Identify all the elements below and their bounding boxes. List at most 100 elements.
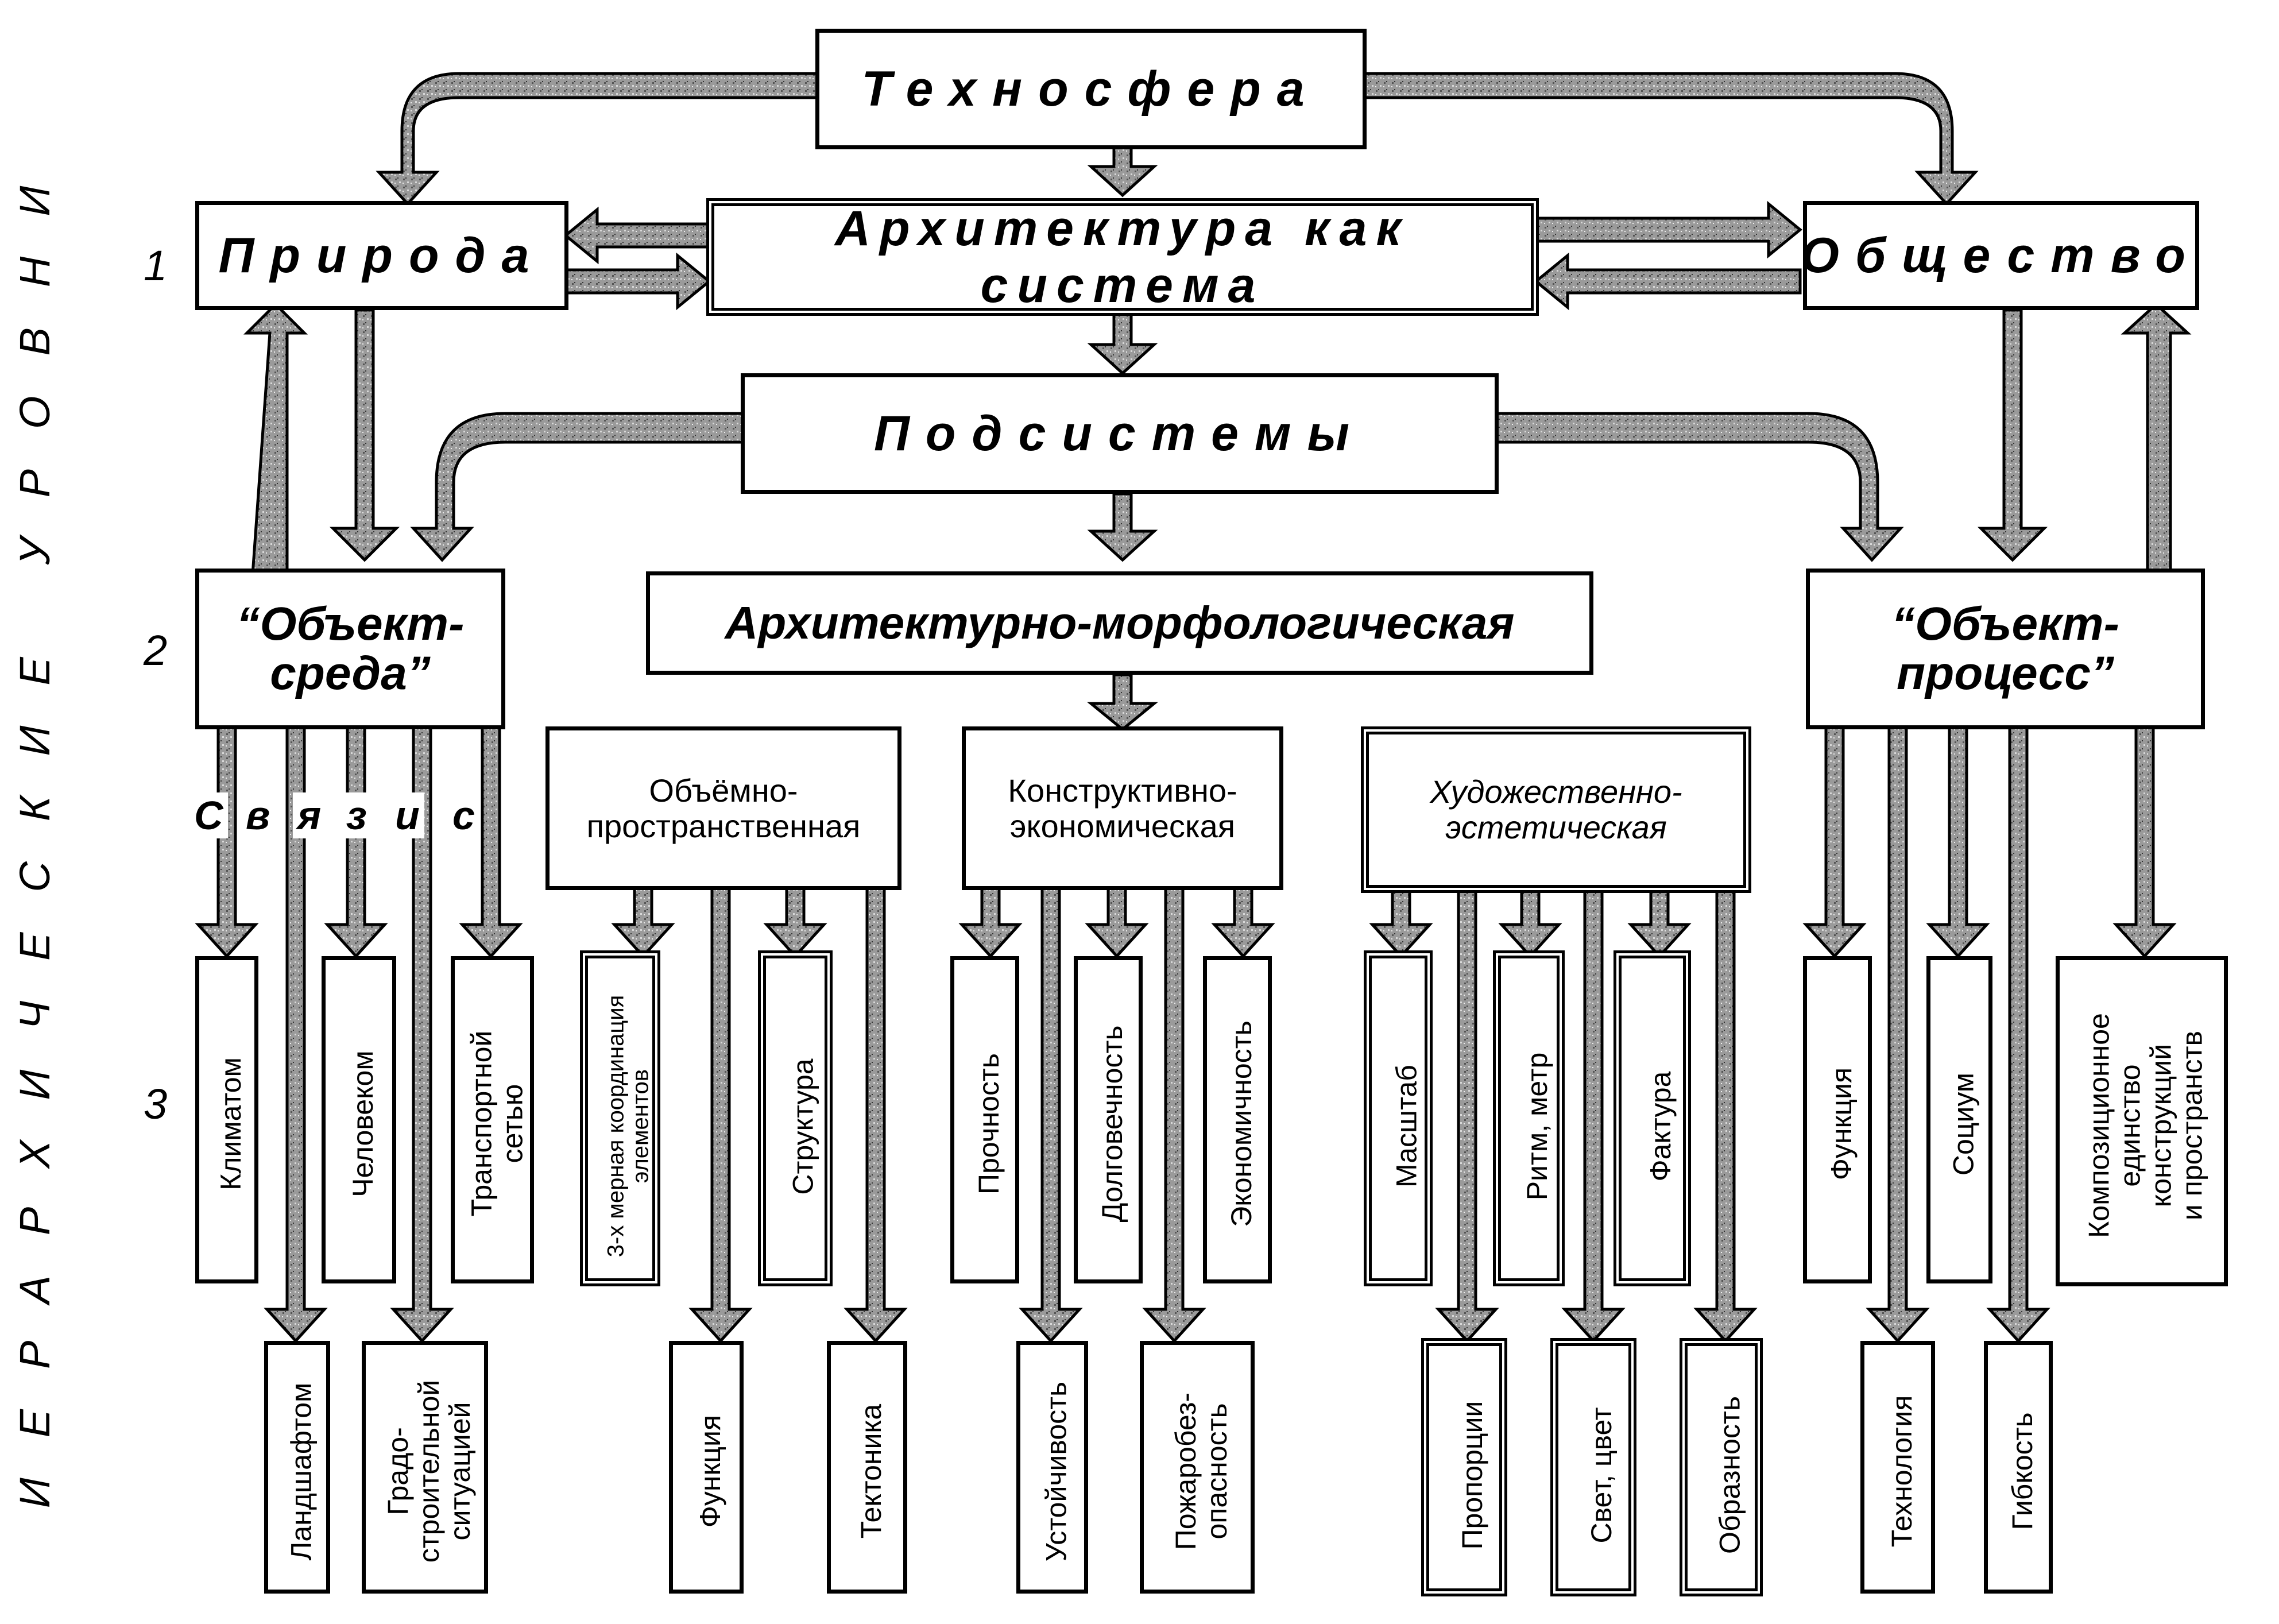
level-2-label: 2 [144,627,168,674]
leaf-fire-safety-label: Пожаробез- опасность [1170,1392,1233,1550]
arrow-techno-to-nature [376,72,829,206]
leaf-climate-label: Климатом [215,1057,247,1190]
arrow-subsystems-to-morph [1087,492,1158,562]
volume-spatial-box: Объёмно- пространственная [545,726,901,890]
arrow-art-texture [1627,888,1692,958]
leaf-stability: Устойчивость [1016,1341,1088,1594]
nature-label: Природа [218,227,545,283]
arch-morph-label: Архитектурно-морфологическая [725,597,1515,648]
arrow-art-rhythm [1498,888,1562,958]
arrow-env-to-nature [243,302,308,576]
leaf-technology-label: Технология [1886,1395,1918,1548]
leaf-scale-label: Масштаб [1390,1065,1423,1188]
arrow-vol-structure [763,886,827,958]
arch-system-label: Архитектура как система [834,200,1411,313]
leaf-light-color-label: Свет, цвет [1585,1407,1618,1544]
levels-title: ИЕРАРХИЧЕСКИЕ УРОВНИ [10,145,59,1509]
leaf-urban: Градо- строительной ситуацией [362,1341,488,1594]
leaf-texture-label: Фактура [1644,1071,1677,1182]
society-label: Общество [1801,227,2201,283]
constructive-label: Конструктивно- экономическая [1008,772,1237,844]
arrow-con-stability [1019,886,1083,1343]
object-environment-label: “Объект- среда” [236,597,465,699]
arrow-arch-to-society [1531,200,1802,259]
leaf-human-label: Человеком [347,1050,379,1197]
leaf-climate: Климатом [195,956,258,1283]
arrow-nature-to-env [329,308,400,562]
leaf-flexibility-label: Гибкость [2006,1412,2038,1530]
object-process-box: “Объект- процесс” [1806,569,2205,729]
object-process-label: “Объект- процесс” [1891,597,2119,699]
leaf-strength: Прочность [950,956,1019,1283]
leaf-imagery-label: Образность [1713,1396,1746,1554]
arrow-proc-socium [1926,725,1990,958]
arrow-env-climate [195,725,259,958]
arrow-vol-tectonics [843,886,908,1343]
leaf-structure: Структура [758,950,833,1286]
arrow-art-scale [1369,888,1433,958]
subsystems-label: Подсистемы [874,405,1365,461]
arrow-process-to-society [2121,302,2192,576]
leaf-imagery: Образность [1680,1338,1763,1596]
arrow-arch-to-nature [563,206,711,265]
nature-box: Природа [195,201,568,310]
leaf-durability-label: Долговечность [1096,1025,1128,1223]
leaf-coord3d: 3-х мерная координация элементов [580,950,660,1286]
subsystems-box: Подсистемы [741,373,1499,494]
leaf-proportions-label: Пропорции [1456,1401,1488,1550]
leaf-durability: Долговечность [1074,956,1143,1283]
leaf-function-right: Функция [1803,956,1872,1283]
arrow-subsystems-to-process [1491,412,1904,562]
level-1-label: 1 [144,242,168,289]
arrow-techno-to-society [1353,72,1979,206]
arrow-env-human [324,725,388,958]
leaf-proportions: Пропорции [1421,1338,1507,1596]
society-box: Общество [1801,201,2201,310]
leaf-light-color: Свет, цвет [1550,1338,1636,1596]
arch-system-box: Архитектура как система [706,198,1539,316]
arrow-env-transport [459,725,523,958]
technosphere-label: Техносфера [861,61,1321,117]
leaf-fire-safety: Пожаробез- опасность [1140,1341,1255,1594]
leaf-function-left-label: Функция [694,1414,726,1528]
leaf-texture: Фактура [1614,950,1691,1286]
arrow-con-durability [1085,886,1149,958]
arrow-art-imagery [1693,888,1758,1343]
leaf-landscape-label: Ландшафтом [285,1382,317,1561]
leaf-transport-label: Транспортной сетью [465,1030,528,1217]
level-3-label: 3 [144,1080,168,1128]
arrow-art-light [1561,888,1626,1343]
artistic-box: Художественно- эстетическая [1361,726,1751,893]
leaf-economy-label: Экономичность [1225,1020,1257,1227]
links-letter-1: С [189,792,228,838]
leaf-landscape: Ландшафтом [264,1341,330,1594]
leaf-tectonics: Тектоника [827,1341,907,1594]
artistic-label: Художественно- эстетическая [1430,774,1682,845]
arrow-arch-to-subsystems [1087,311,1158,376]
arrow-con-fire [1142,886,1206,1343]
arrow-society-to-process [1977,308,2048,562]
leaf-structure-label: Структура [787,1058,819,1195]
links-letter-6: с [448,792,479,838]
leaf-socium: Социум [1926,956,1992,1283]
leaf-composition-label: Композиционное единство конструкций и пр… [2083,1013,2208,1238]
leaf-technology: Технология [1860,1341,1935,1594]
arrow-vol-function [688,886,753,1343]
constructive-box: Конструктивно- экономическая [962,726,1283,890]
volume-spatial-label: Объёмно- пространственная [586,772,861,844]
leaf-coord3d-label: 3-х мерная координация элементов [603,995,653,1258]
leaf-rhythm: Ритм, метр [1493,950,1565,1286]
links-letter-2: в [241,792,275,838]
leaf-transport: Транспортной сетью [451,956,534,1283]
arrow-proc-composition [2112,725,2177,958]
arrow-vol-coord [611,886,675,958]
leaf-stability-label: Устойчивость [1040,1381,1072,1562]
leaf-composition: Композиционное единство конструкций и пр… [2056,956,2228,1286]
leaf-function-right-label: Функция [1825,1067,1858,1181]
object-environment-box: “Объект- среда” [195,569,505,729]
arch-morph-box: Архитектурно-морфологическая [646,571,1593,675]
leaf-economy: Экономичность [1203,956,1272,1283]
arrow-morph-to-constructive [1086,673,1159,732]
links-letter-4: з [342,792,372,838]
